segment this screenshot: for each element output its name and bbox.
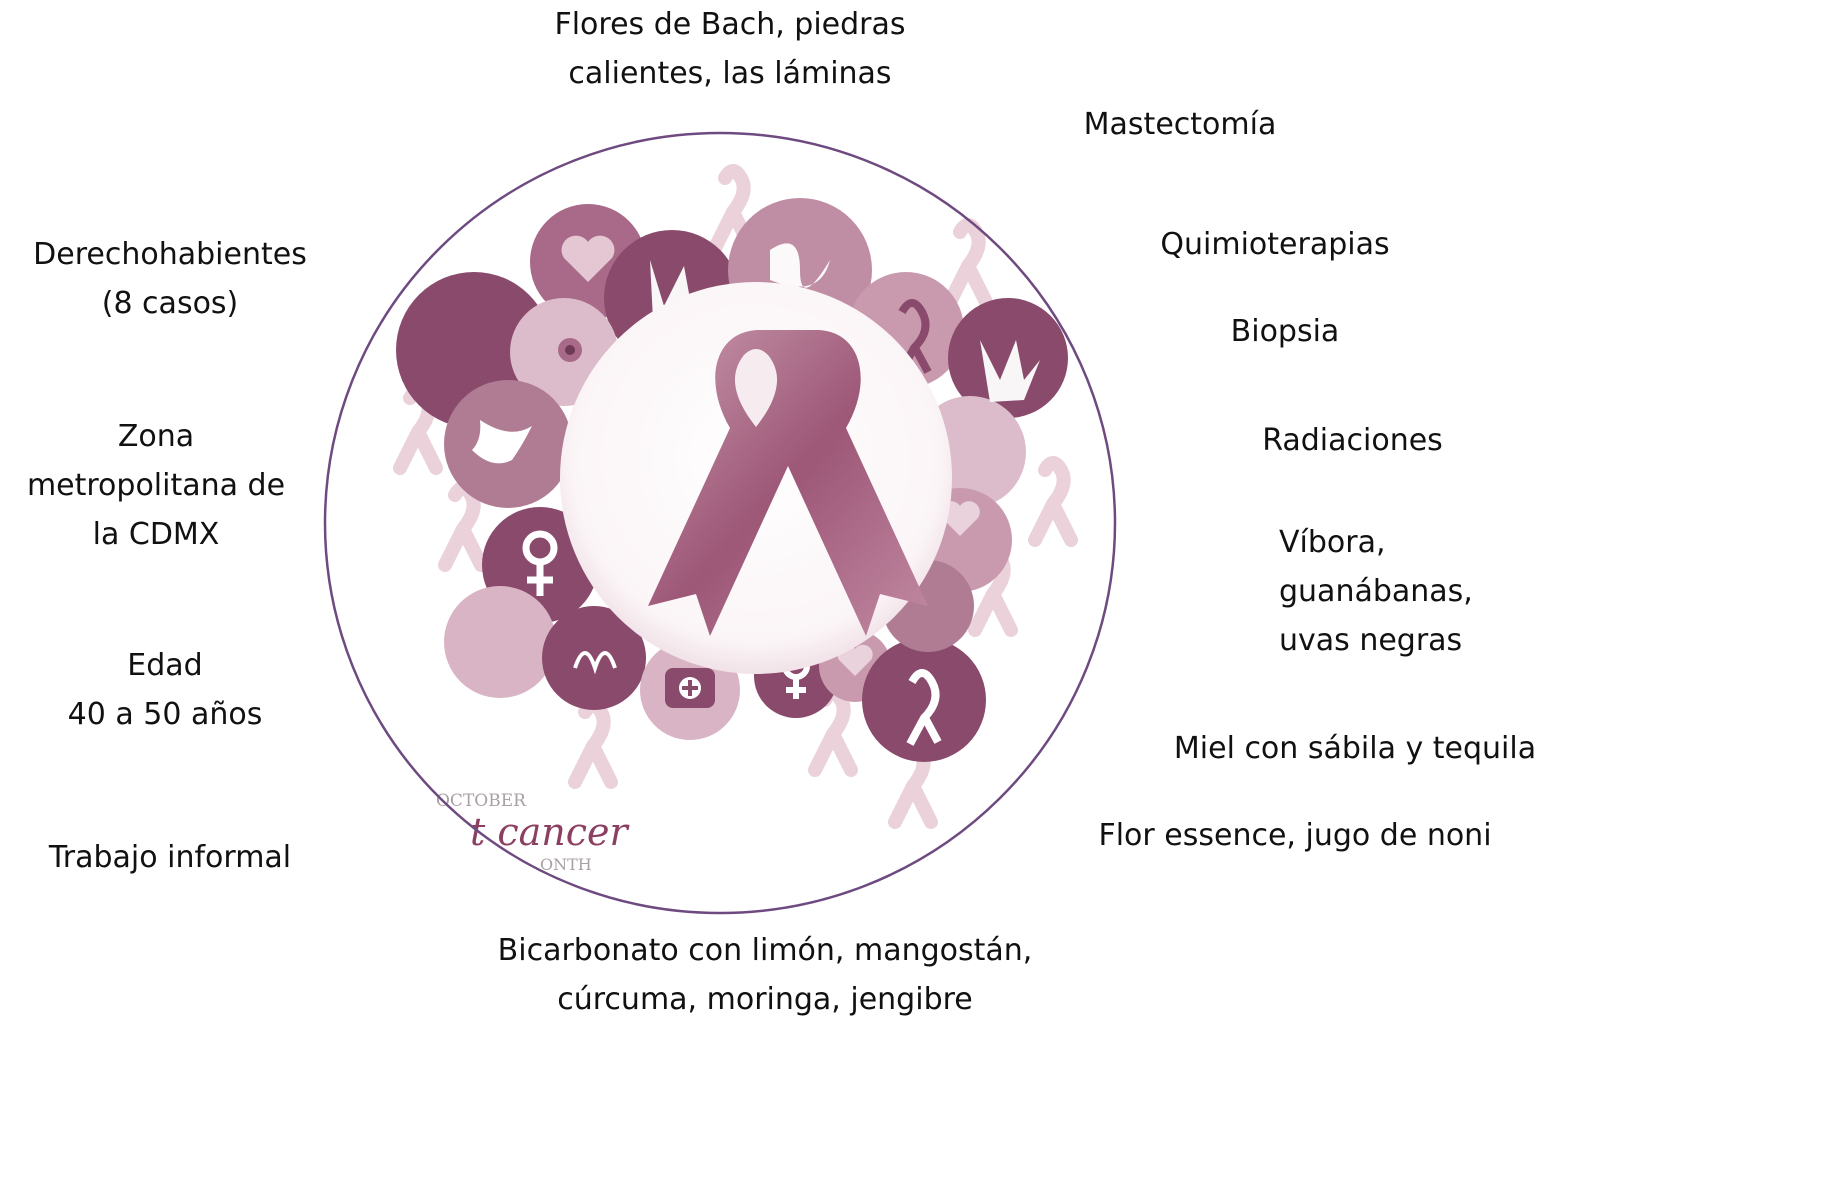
label-miel: Miel con sábila y tequila bbox=[1150, 724, 1560, 773]
label-biopsia: Biopsia bbox=[1200, 307, 1370, 356]
label-top-therapies: Flores de Bach, piedras calientes, las l… bbox=[470, 0, 990, 98]
image-caption-line2: t cancer bbox=[470, 810, 631, 854]
label-flor-essence: Flor essence, jugo de noni bbox=[1080, 811, 1510, 860]
label-radiaciones: Radiaciones bbox=[1235, 416, 1470, 465]
label-derechohabientes: Derechohabientes (8 casos) bbox=[0, 230, 340, 328]
label-trabajo: Trabajo informal bbox=[20, 833, 320, 882]
label-mastectomia: Mastectomía bbox=[1070, 100, 1290, 149]
label-vibora: Víbora, guanábanas, uvas negras bbox=[1279, 518, 1539, 665]
image-caption: OCTOBER t cancer ONTH bbox=[436, 791, 631, 874]
label-edad: Edad 40 a 50 años bbox=[20, 641, 310, 739]
label-zona: Zona metropolitana de la CDMX bbox=[0, 412, 312, 559]
label-bottom-remedies: Bicarbonato con limón, mangostán, cúrcum… bbox=[440, 926, 1090, 1024]
image-caption-line3: ONTH bbox=[540, 855, 592, 874]
label-quimioterapias: Quimioterapias bbox=[1135, 220, 1415, 269]
